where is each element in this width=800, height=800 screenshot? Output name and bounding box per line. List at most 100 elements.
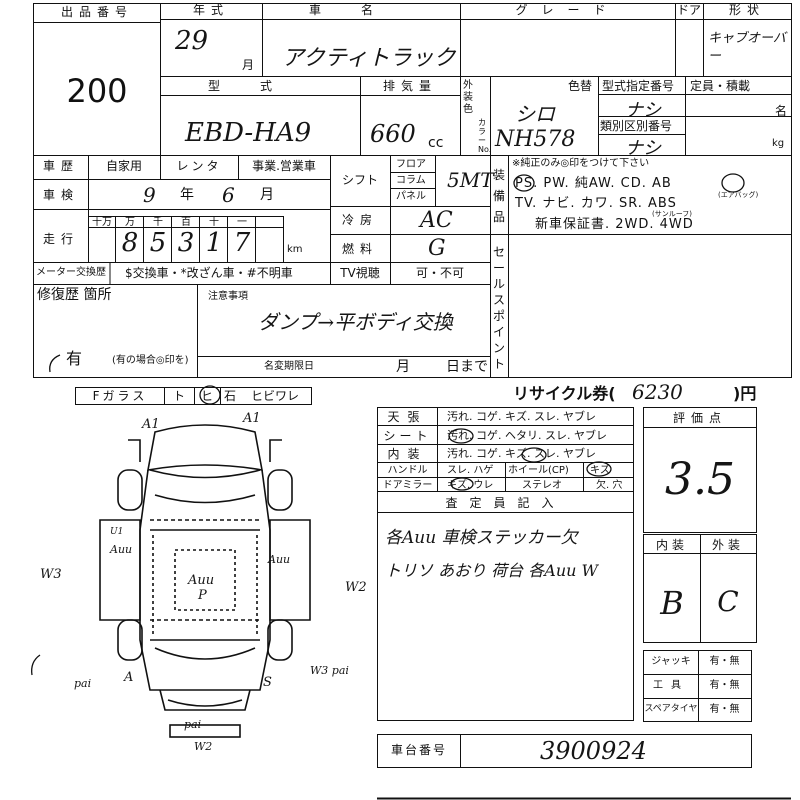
- mileage-digit-1: 8: [121, 228, 139, 258]
- recycle-unit: )円: [733, 384, 757, 403]
- diagram-mark-u1-left: U1: [110, 527, 124, 537]
- interior-row-handle-label: ハンドル: [387, 465, 428, 476]
- displacement-unit: cc: [428, 135, 444, 151]
- glass-option-crack: ヒビワレ: [250, 389, 299, 403]
- equipment-line2: TV. ナビ. カワ. SR. ABS: [515, 196, 677, 211]
- interior-row-ceiling-options: 汚れ. コゲ. キズ. スレ. ヤブレ: [447, 410, 596, 423]
- meter-options: $交換車・*改ざん車・#不明車: [125, 266, 293, 280]
- fuel-label: 燃料: [341, 242, 378, 256]
- grade-label: グレード: [515, 3, 620, 17]
- diagram-mark-right-outer: W2: [345, 580, 367, 595]
- name-change-month: 月: [396, 359, 410, 375]
- inspection-label: 車検: [42, 188, 79, 202]
- interior-row-seat-label: シート: [383, 429, 432, 443]
- interior-row-mirror-label: ドアミラー: [382, 480, 433, 491]
- inspector-line1: 各Auu 車検ステッカー欠: [385, 528, 578, 548]
- chassis-label: 車台番号: [390, 743, 447, 757]
- capacity-kg-unit: kg: [772, 138, 785, 149]
- tool-spare-options: 有・無: [709, 704, 740, 715]
- mileage-unit-100k: 十万: [92, 217, 112, 228]
- notes-text: ダンプ→平ボディ交換: [258, 310, 453, 334]
- repair-label: 修復歴 箇所: [37, 287, 112, 303]
- mileage-unit-1: 一: [237, 217, 247, 228]
- equipment-line1: PS. PW. 純AW. CD. AB: [515, 176, 672, 191]
- lot-number-label: 出品番号: [60, 5, 133, 19]
- equipment-ab-note: (エアバッグ): [718, 191, 759, 199]
- mileage-unit-1k: 千: [153, 217, 163, 228]
- mileage-digit-2: 5: [149, 228, 167, 258]
- interior-row-seat-options: 汚れ. コゲ. ヘタリ. スレ. ヤブレ: [447, 429, 607, 442]
- interior-row-mirror-options: キズ. ウレ: [447, 480, 494, 491]
- color-code: NH578: [495, 127, 576, 152]
- mileage-label: 走行: [42, 232, 79, 246]
- diagram-mark-right-side: Auu: [268, 553, 291, 566]
- inspection-year-unit: 年: [180, 187, 194, 203]
- notes-label: 注意事項: [208, 291, 248, 302]
- mileage-digit-4: 1: [205, 228, 223, 258]
- interior-grade-value: B: [660, 584, 684, 622]
- score-label: 評価点: [672, 411, 727, 425]
- interior-row-wheel-label: ホイール(CP): [508, 465, 569, 476]
- shift-option-column: コラム: [396, 175, 426, 186]
- tool-jack-label: ジャッキ: [651, 656, 691, 667]
- car-diagram: [31, 354, 311, 738]
- exterior-grade-label: 外装: [711, 538, 744, 552]
- type-designation-label: 型式指定番号: [602, 79, 675, 93]
- fuel-value: G: [428, 236, 446, 261]
- meter-label: メーター交換歴: [36, 267, 106, 278]
- shape-label: 形状: [728, 3, 765, 17]
- mileage-unit-10k: 万: [125, 217, 135, 228]
- diagram-mark-rear-2: W2: [194, 740, 213, 753]
- equipment-label: 装備品: [493, 168, 506, 224]
- inspection-month-unit: 月: [260, 187, 274, 203]
- repair-value: 有: [66, 349, 83, 368]
- color-no-label: カラーNo.: [478, 118, 492, 154]
- interior-row-trim-options: 汚れ. コゲ. キズ. スレ. ヤブレ: [447, 447, 596, 460]
- diagram-mark-right-s: S: [263, 675, 272, 690]
- inspector-label: 査定員記入: [445, 496, 566, 510]
- glass-option-hi: ヒ: [200, 389, 213, 403]
- exterior-color-label: 外装色: [463, 80, 473, 115]
- history-option-business: 事業.営業車: [252, 159, 316, 173]
- score-value: 3.5: [665, 454, 735, 505]
- mileage-digit-3: 3: [177, 228, 195, 258]
- car-name-label: 車名: [308, 3, 413, 17]
- shape-value: キャブオーバー: [708, 31, 786, 64]
- tv-label: TV視聴: [340, 266, 380, 280]
- mileage-unit-10: 十: [209, 217, 219, 228]
- color-change-value: ナシ: [625, 100, 661, 121]
- month-suffix: 月: [242, 58, 255, 72]
- recycle-value: 6230: [632, 380, 683, 404]
- tool-tools-label: 工具: [653, 680, 689, 691]
- chassis-value: 3900924: [540, 737, 647, 765]
- exterior-grade-value: C: [717, 585, 739, 618]
- shift-option-panel: パネル: [396, 191, 426, 202]
- mileage-unit: km: [287, 244, 303, 255]
- ac-label: 冷房: [341, 213, 378, 227]
- year-label: 年式: [192, 3, 229, 17]
- inspector-line2: トリソ あおり 荷台 各Auu W: [385, 561, 598, 580]
- repair-note: (有の場合◎印を): [112, 355, 189, 366]
- year-value: 29: [175, 26, 209, 56]
- capacity-label: 定員・積載: [690, 79, 751, 93]
- history-label: 車歴: [42, 159, 79, 173]
- tool-jack-options: 有・無: [709, 656, 740, 667]
- tool-spare-label: スペアタイヤ: [644, 704, 698, 714]
- equipment-note: ※純正のみ◎印をつけて下さい: [512, 158, 650, 169]
- diagram-mark-left-side: Auu: [110, 543, 133, 556]
- tv-options: 可・不可: [415, 266, 464, 280]
- car-name: アクティトラック: [282, 46, 456, 71]
- model-code: EBD-HA9: [185, 118, 312, 148]
- diagram-mark-left-outer: W3: [40, 567, 62, 582]
- name-change-label: 名変期限日: [264, 361, 314, 372]
- displacement-value: 660: [370, 120, 416, 148]
- model-label: 型式: [207, 79, 312, 93]
- interior-row-handle-options: スレ. ハゲ: [447, 465, 494, 476]
- shift-value: 5MT: [447, 168, 494, 192]
- mileage-unit-100: 百: [181, 217, 191, 228]
- lot-number: 200: [66, 72, 128, 110]
- interior-grade-label: 内装: [655, 538, 688, 552]
- class-number-value: ナシ: [625, 138, 661, 159]
- diagram-mark-right-bottom: W3 pai: [310, 664, 349, 677]
- sales-point-label: セールスポイント: [493, 245, 506, 371]
